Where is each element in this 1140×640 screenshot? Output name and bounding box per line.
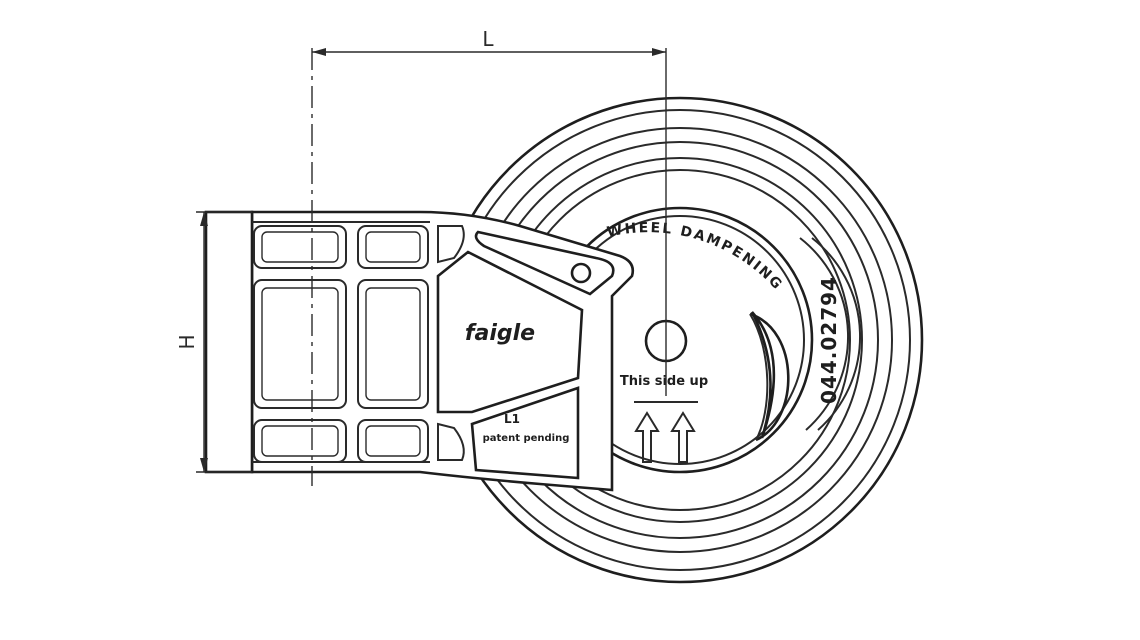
rear-plate bbox=[204, 210, 254, 474]
up-arrow-icon bbox=[670, 411, 696, 463]
cell-c1-middle bbox=[253, 279, 347, 409]
dimension-length: L bbox=[312, 27, 666, 56]
height-label: H bbox=[175, 334, 199, 349]
cell-c1-bottom-inner bbox=[261, 425, 339, 457]
cell-c2-middle bbox=[357, 279, 429, 409]
fork-housing: faigle L1 patent pending bbox=[204, 210, 635, 492]
cell-c1-top-inner bbox=[261, 231, 339, 263]
part-number-label: 044.02794 bbox=[817, 276, 841, 404]
cell-c2-bottom-inner bbox=[365, 425, 421, 457]
brand-logo: faigle bbox=[465, 321, 535, 346]
height-arrow-bottom bbox=[200, 458, 208, 472]
dimension-height: H bbox=[175, 211, 252, 473]
patent-window bbox=[470, 386, 580, 480]
corner-cutout-bottom bbox=[437, 422, 465, 461]
height-arrow-top bbox=[200, 212, 208, 226]
cell-c2-middle-inner bbox=[365, 287, 421, 401]
length-arrow-right bbox=[652, 48, 666, 56]
cell-c2-top-inner bbox=[365, 231, 421, 263]
wheel-crescent-outline bbox=[749, 312, 790, 442]
logo-window bbox=[436, 250, 584, 414]
cell-c1-top bbox=[253, 225, 347, 269]
center-lines bbox=[311, 48, 667, 486]
wheel-side-slot-inner bbox=[811, 237, 861, 431]
ring-text: WHEEL DAMPENING bbox=[606, 220, 786, 294]
length-arrow-left bbox=[312, 48, 326, 56]
wheel-side-slot bbox=[799, 237, 849, 431]
axle-area: This side up bbox=[620, 319, 708, 463]
wheel-crescent-inner bbox=[749, 313, 769, 441]
corner-cutout-top bbox=[437, 225, 465, 264]
cell-c2-bottom bbox=[357, 419, 429, 463]
cell-c2-top bbox=[357, 225, 429, 269]
patent-mark: L1 bbox=[504, 412, 520, 426]
orientation-label: This side up bbox=[620, 374, 708, 389]
cell-c1-bottom bbox=[253, 419, 347, 463]
cell-c1-middle-inner bbox=[261, 287, 339, 401]
length-label: L bbox=[482, 27, 494, 51]
up-arrow-icon bbox=[634, 411, 660, 463]
patent-label: patent pending bbox=[483, 433, 570, 444]
pivot-hole bbox=[570, 262, 592, 284]
